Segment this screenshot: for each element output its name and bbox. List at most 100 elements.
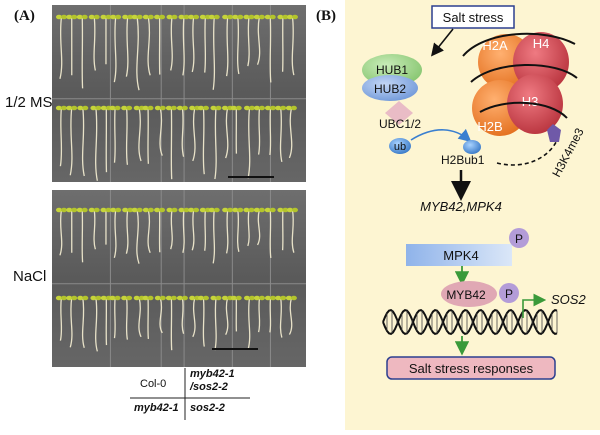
myb42-label: MYB42 xyxy=(446,288,486,302)
myb42-phospho-label: P xyxy=(505,287,513,301)
seedling xyxy=(285,295,297,335)
seedling xyxy=(199,207,211,251)
seedling xyxy=(154,295,166,334)
seedling xyxy=(253,105,265,155)
seedling-photo-nacl-svg xyxy=(52,190,306,367)
seedling xyxy=(55,14,67,79)
me3-pentagon xyxy=(547,124,561,142)
seedling xyxy=(109,105,121,163)
seedling xyxy=(232,14,244,75)
seedling xyxy=(100,14,112,65)
arrow-salt-to-hub xyxy=(431,28,454,57)
seedling xyxy=(264,105,276,156)
seedling xyxy=(66,14,78,76)
hub2-ellipse xyxy=(362,75,418,101)
arrow-ub-to-h2b xyxy=(410,128,472,143)
seedling xyxy=(232,207,244,252)
seedling xyxy=(286,207,298,253)
seedling xyxy=(197,295,209,347)
seedling xyxy=(142,207,154,254)
myb42-phospho-circle xyxy=(499,283,519,303)
seedling xyxy=(121,105,133,165)
seedling xyxy=(121,295,133,340)
seedling xyxy=(188,14,200,73)
seedling-photo-ms xyxy=(52,5,306,182)
legend-sos2: sos2-2 xyxy=(190,402,225,414)
seedling xyxy=(88,207,100,250)
arrow-to-sos2 xyxy=(522,293,547,318)
sos2-label: SOS2 xyxy=(551,292,586,307)
seedling xyxy=(208,207,220,264)
seedling xyxy=(142,105,154,164)
seedling xyxy=(230,295,242,332)
seedling xyxy=(122,207,134,254)
seedling xyxy=(222,14,234,77)
h2bub1-ub-ellipse xyxy=(463,140,481,154)
seedling xyxy=(122,14,134,77)
seedling xyxy=(154,105,166,156)
dna-wrap-1 xyxy=(462,32,576,57)
seedling xyxy=(230,105,242,154)
seedling xyxy=(210,295,222,351)
seedling xyxy=(110,14,122,83)
seedling xyxy=(264,14,276,83)
ubc-diamond xyxy=(385,101,413,125)
seedling xyxy=(277,14,289,72)
dna-wrap-3 xyxy=(479,101,568,119)
panel-b-diagram: Salt stress HUB1 HUB2 UBC1/2 ub H2A H4 H… xyxy=(345,0,600,430)
seedling xyxy=(188,207,200,251)
seedling xyxy=(66,207,78,253)
seedling xyxy=(264,207,276,259)
h3-label: H3 xyxy=(522,94,539,109)
seedling xyxy=(178,14,190,76)
seedling xyxy=(253,295,265,333)
seedling xyxy=(253,14,265,65)
mpk4-phospho-label: P xyxy=(515,232,523,246)
mpk4-box xyxy=(406,244,512,266)
ub-label: ub xyxy=(394,141,406,153)
seedling xyxy=(277,207,289,251)
seedling xyxy=(264,295,276,333)
panel-b-svg: Salt stress HUB1 HUB2 UBC1/2 ub H2A H4 H… xyxy=(345,0,600,430)
salt-stress-label: Salt stress xyxy=(443,10,504,25)
seedling xyxy=(178,207,190,253)
seedling-photo-ms-svg xyxy=(52,5,306,182)
legend-myb42-sos2-line1: myb42-1 xyxy=(190,368,235,380)
seedling xyxy=(131,14,143,91)
seedling xyxy=(165,105,177,180)
seedling xyxy=(275,295,287,338)
dashed-crosstalk-curve xyxy=(496,137,559,166)
seedling xyxy=(285,105,297,159)
legend-myb42-sos2-line2: /sos2-2 xyxy=(190,381,228,393)
seedling xyxy=(77,105,89,177)
row-label-top: 1/2 MS xyxy=(5,94,53,111)
salt-stress-responses-label: Salt stress responses xyxy=(409,361,534,376)
seedling xyxy=(66,105,78,176)
seedling xyxy=(197,105,209,175)
panel-a-label: (A) xyxy=(14,8,35,24)
seedling xyxy=(109,295,121,339)
h2b-label: H2B xyxy=(477,119,502,134)
salt-stress-responses-box xyxy=(386,356,556,380)
seedling xyxy=(90,105,102,181)
seedling xyxy=(66,295,78,348)
seedling xyxy=(55,295,67,341)
seedling xyxy=(131,207,143,264)
salt-stress-box xyxy=(431,5,515,29)
seedling xyxy=(166,207,178,250)
mpk4-label: MPK4 xyxy=(443,248,478,263)
seedling xyxy=(55,207,67,256)
seedling xyxy=(253,207,265,246)
seedling xyxy=(110,207,122,258)
seedling xyxy=(55,105,67,167)
panel-b-label: (B) xyxy=(316,8,336,24)
seedling xyxy=(275,105,287,163)
seedling xyxy=(208,14,220,90)
seedling xyxy=(243,105,255,179)
seedling xyxy=(142,295,154,339)
ubc-label: UBC1/2 xyxy=(379,117,421,131)
seedling xyxy=(77,295,89,349)
legend-myb42: myb42-1 xyxy=(134,402,179,414)
hub1-label: HUB1 xyxy=(376,63,408,77)
seedling xyxy=(154,207,166,253)
